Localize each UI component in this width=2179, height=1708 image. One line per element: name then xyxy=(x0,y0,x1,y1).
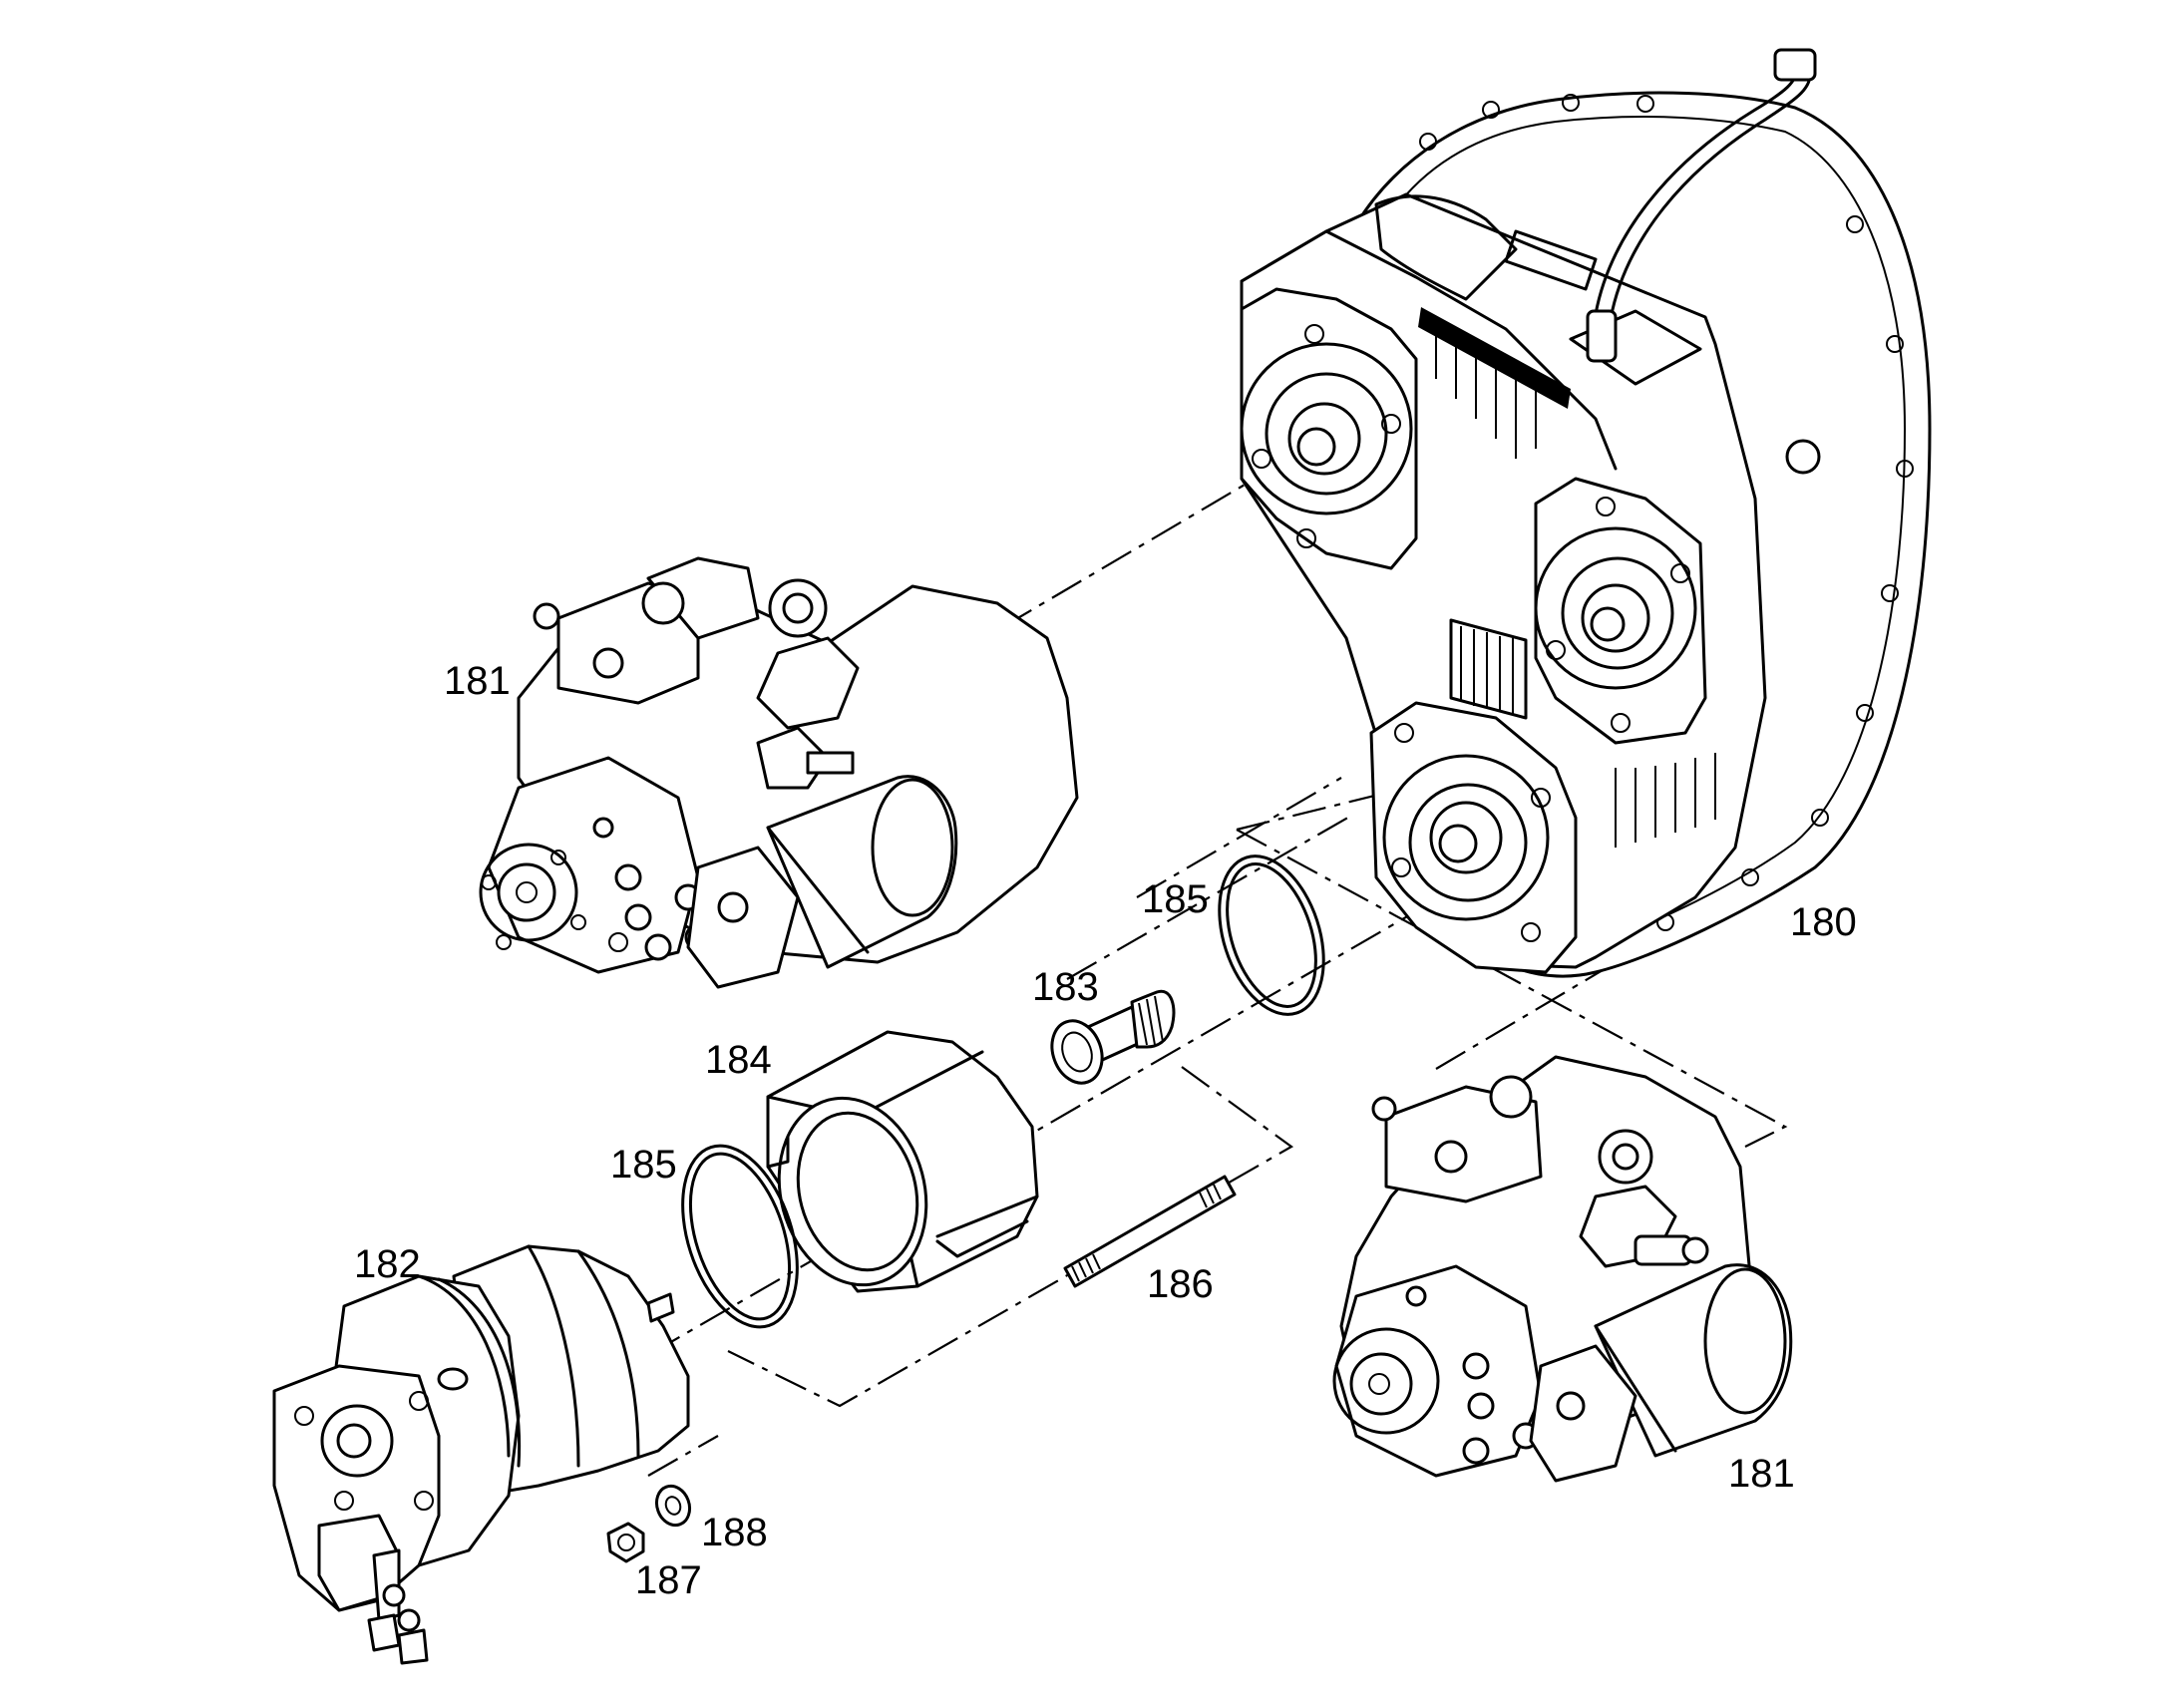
hydraulic-pump-181-top xyxy=(479,556,1079,989)
callout-181-bottom: 181 xyxy=(1728,1452,1795,1496)
callout-181-top: 181 xyxy=(444,659,511,703)
assembly-lines xyxy=(647,480,1788,1477)
callout-184: 184 xyxy=(705,1038,772,1082)
callout-188: 188 xyxy=(701,1511,768,1554)
callout-187: 187 xyxy=(635,1558,702,1602)
washer-188 xyxy=(654,1484,692,1528)
callout-182: 182 xyxy=(354,1242,421,1286)
splined-coupling-183 xyxy=(1050,989,1176,1085)
nut-187 xyxy=(606,1522,645,1563)
callout-185-upper: 185 xyxy=(1142,877,1209,921)
callout-183: 183 xyxy=(1032,965,1099,1009)
adapter-housing-184 xyxy=(766,1030,1039,1293)
stud-186 xyxy=(1063,1175,1237,1288)
callout-186: 186 xyxy=(1147,1262,1214,1306)
o-ring-185-upper xyxy=(1218,854,1325,1016)
transfer-gearbox-180 xyxy=(1240,48,1932,978)
hydraulic-pump-181-bottom xyxy=(1332,1055,1793,1483)
callout-180: 180 xyxy=(1790,900,1857,944)
hydraulic-motor-182 xyxy=(272,1244,690,1665)
o-ring-185-lower xyxy=(681,1144,799,1329)
callout-185-lower: 185 xyxy=(610,1143,677,1187)
